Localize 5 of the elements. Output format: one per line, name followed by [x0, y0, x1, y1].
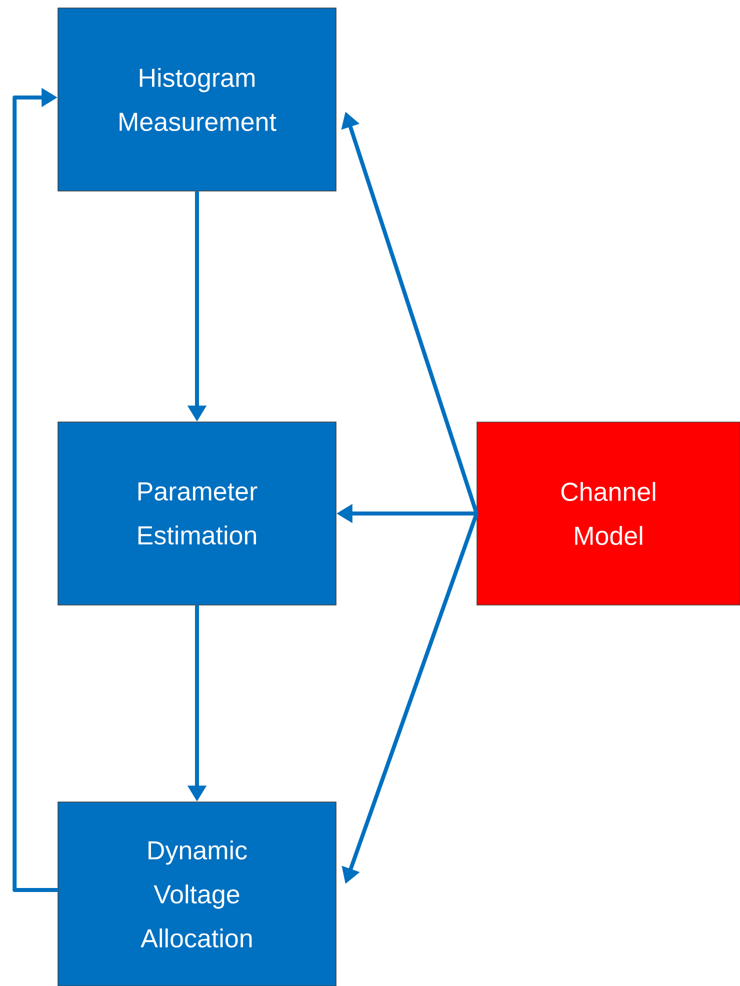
process-box: Parameter Estimation: [58, 422, 336, 606]
model-box: Channel Model: [476, 422, 740, 606]
process-box: Histogram Measurement: [58, 8, 336, 192]
arrow: [12, 88, 58, 892]
process-box: Dynamic Voltage Allocation: [58, 802, 336, 986]
